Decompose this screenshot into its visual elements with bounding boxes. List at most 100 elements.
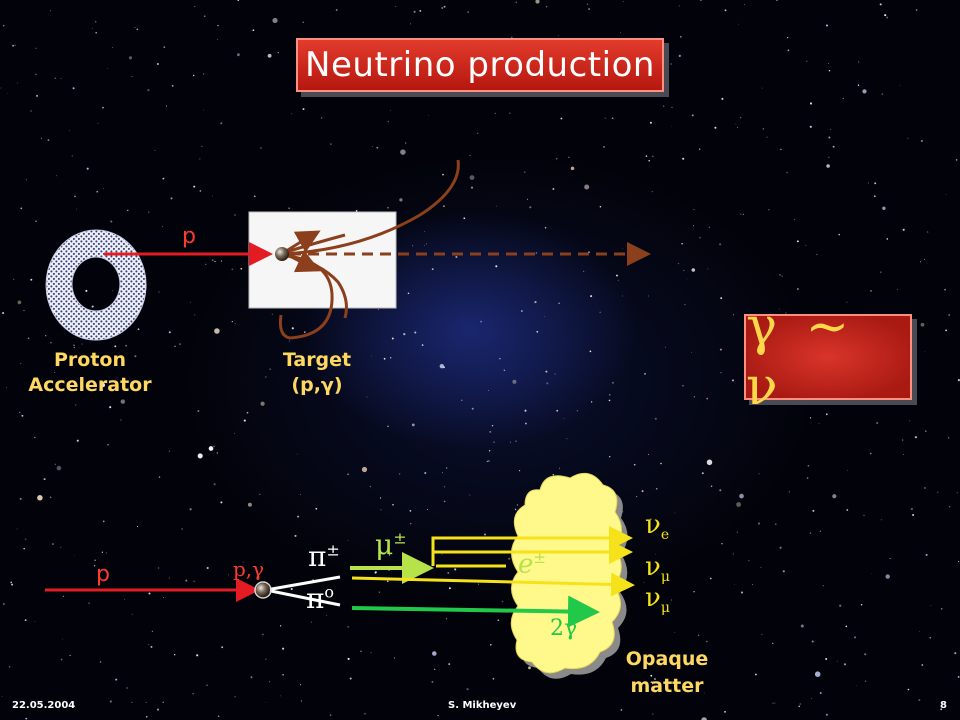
star	[570, 166, 575, 171]
star	[366, 396, 368, 398]
star	[599, 311, 601, 313]
star	[944, 289, 946, 291]
star	[148, 643, 150, 645]
star	[136, 28, 139, 30]
star	[114, 345, 117, 348]
footer-author: S. Mikheyev	[448, 700, 517, 711]
star	[648, 454, 650, 456]
star	[466, 688, 469, 691]
star	[20, 362, 22, 364]
star	[560, 117, 563, 120]
star	[557, 34, 559, 36]
star	[863, 514, 865, 516]
star	[371, 355, 372, 357]
star	[681, 242, 683, 245]
star	[798, 705, 801, 708]
star	[650, 518, 652, 520]
star	[88, 602, 90, 604]
star	[24, 619, 27, 622]
star	[158, 291, 160, 293]
star	[682, 157, 685, 160]
star	[109, 700, 112, 703]
star	[243, 419, 246, 422]
star	[234, 433, 235, 434]
star	[488, 390, 490, 391]
star	[405, 142, 407, 144]
star	[930, 605, 932, 606]
star	[516, 504, 519, 506]
star	[536, 330, 539, 333]
star	[809, 417, 812, 419]
star	[216, 452, 219, 454]
star	[604, 117, 606, 119]
star	[443, 5, 446, 8]
star	[492, 678, 495, 680]
star	[788, 491, 790, 493]
star	[228, 574, 229, 576]
star	[948, 314, 950, 316]
star	[447, 571, 450, 574]
star	[660, 462, 662, 465]
star	[411, 423, 415, 427]
star	[162, 226, 163, 227]
star	[699, 236, 701, 239]
star	[461, 399, 463, 401]
star	[202, 73, 205, 75]
star	[566, 438, 568, 440]
star	[265, 376, 267, 378]
star	[85, 289, 88, 292]
star	[907, 688, 910, 691]
star	[21, 414, 24, 417]
star	[145, 715, 148, 718]
star	[529, 206, 532, 209]
star	[925, 553, 928, 556]
star	[380, 509, 382, 511]
star	[23, 310, 25, 311]
star	[27, 337, 30, 340]
star	[302, 21, 304, 23]
star	[582, 270, 585, 273]
star	[793, 218, 796, 220]
star	[785, 312, 787, 314]
footer-page: 8	[940, 700, 947, 711]
star	[552, 474, 554, 476]
star	[265, 701, 267, 703]
star	[811, 640, 814, 643]
star	[719, 243, 722, 246]
star	[12, 44, 15, 47]
star	[805, 244, 807, 246]
star	[150, 645, 153, 648]
star	[693, 591, 695, 593]
star	[163, 46, 166, 48]
star	[862, 89, 867, 94]
star	[107, 444, 109, 446]
star	[194, 314, 196, 316]
star	[686, 278, 688, 280]
star	[864, 680, 867, 682]
star	[124, 599, 126, 600]
star	[677, 262, 680, 265]
star	[683, 270, 685, 271]
star	[23, 547, 25, 550]
star	[120, 419, 122, 421]
star	[617, 279, 619, 281]
star	[269, 681, 270, 683]
star	[772, 702, 774, 704]
star	[25, 717, 28, 720]
star	[102, 106, 104, 109]
star	[267, 53, 272, 58]
star	[650, 681, 653, 684]
star	[876, 421, 879, 425]
star	[700, 0, 702, 1]
star	[467, 11, 469, 13]
star	[463, 217, 466, 220]
gamma-track	[351, 595, 600, 628]
star	[410, 23, 411, 25]
star	[193, 185, 196, 188]
star	[387, 206, 389, 209]
star	[97, 122, 99, 124]
star	[329, 143, 332, 145]
star	[853, 636, 857, 639]
star	[335, 9, 338, 11]
star	[197, 410, 199, 412]
